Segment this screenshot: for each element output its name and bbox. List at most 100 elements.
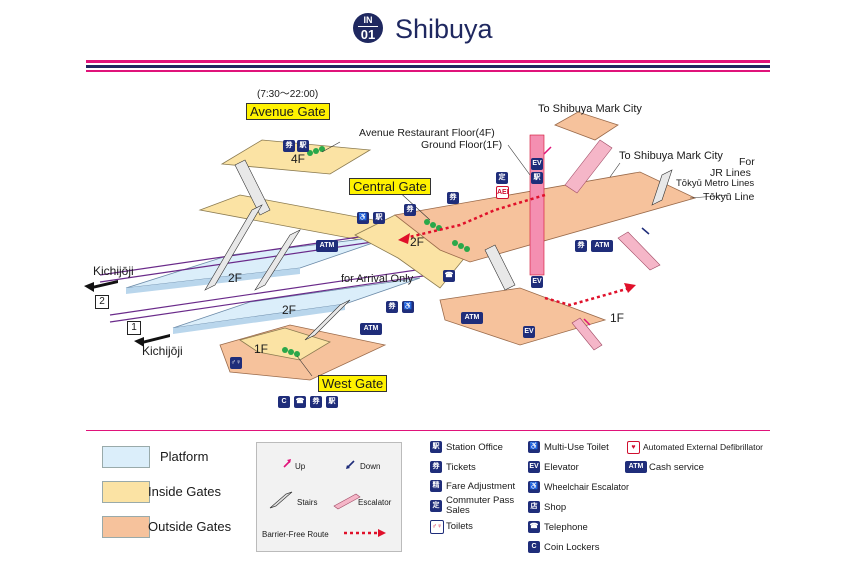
outside-1f-label: 1F [610,311,625,325]
wheelchair-escalator-icon: ♿ [528,481,540,493]
legend-coin-lockers: Coin Lockers [544,542,600,553]
ticket-icon: 券 [283,140,295,152]
legend-stairs: Stairs [297,498,318,507]
legend-platform: Platform [160,449,209,464]
toilet-icon: ♂♀ [230,357,242,369]
shop-icon: 券 [575,240,587,252]
direction-arrow-lower [142,334,170,344]
platform-1-area [172,277,421,329]
legend-aed: Automated External Defibrillator [643,442,764,452]
toilets-icon: ♂♀ [430,520,444,534]
commuter-pass-icon: 定 [496,172,508,184]
atm-icon: ATM [461,312,483,324]
legend-up: Up [295,462,306,471]
metro-lines-label: Tōkyū Metro Lines [676,178,755,189]
avenue-floor-label-2: Ground Floor(1F) [421,139,503,151]
elevator-shaft [529,134,545,276]
route-arrow-central [398,233,410,244]
track-line-3 [109,267,431,316]
west-gate-label: West Gate [318,375,388,392]
central-2f-label: 2F [410,235,425,249]
west-gate-area [239,327,331,361]
station-name: Shibuya [395,14,493,44]
telephone-icon: ☎ [528,521,540,533]
coin-locker-icon: C [278,396,290,408]
station-office-icon: 駅 [430,441,442,453]
inside-gates-swatch [102,481,150,503]
telephone-icon: ☎ [294,396,306,408]
symbol-legend-graphics [269,459,386,537]
outside-1f-area [439,287,607,346]
header-bar-magenta-thin [86,70,770,72]
tokyu-line-label: Tōkyū Line [703,191,755,203]
multi-use-toilet-icon: ♿ [357,212,369,224]
route-east [544,286,631,307]
multi-use-toilet-icon: ♿ [528,441,540,453]
office-icon: 駅 [531,172,543,184]
elevator-icon: EV [523,326,535,338]
stairs-group [204,159,673,341]
west-1f-label: 1F [254,342,269,356]
ticket-icon: 券 [447,192,459,204]
fare-adjustment-icon: 精 [430,480,442,492]
jr-lines-label: JR Lines [710,167,751,179]
avenue-gate-hours: (7:30～22:00) [257,89,319,100]
kichijoji-label-upper: Kichijōji [93,264,134,278]
legend-toilets: Toilets [446,521,473,532]
legend-fare-adjustment: Fare Adjustment [446,481,516,492]
stairs-icon [269,491,293,509]
cash-service-icon: ATM [625,461,647,473]
gate-dots [282,146,470,357]
track-line-4 [109,274,431,323]
office-icon: 駅 [373,212,385,224]
coin-lockers-icon: C [528,541,540,553]
legend-wheelchair-escalator: Wheelchair Escalator [544,482,630,492]
down-arrow-icon [347,460,355,468]
avenue-4f-area [220,139,372,175]
station-number-badge: IN 01 [353,13,383,43]
route-central [404,193,546,240]
atm-icon: ATM [591,240,613,252]
central-gate-area [354,214,476,289]
legend-shop: Shop [544,502,567,513]
platform-2-floor-label: 2F [228,271,243,285]
aed-icon: ♥ [627,441,640,454]
header-bar-navy [86,65,770,68]
platform-1-edge [173,304,345,334]
outside-2f-concourse [394,171,697,263]
escalator-icon [333,493,361,510]
mark-city-label-upper: To Shibuya Mark City [538,103,642,115]
legend-commuter-pass: Commuter Pass Sales [446,495,515,516]
elevator-icon: EV [531,276,543,288]
multi-use-toilet-icon: ♿ [402,301,414,313]
line-code: IN [363,15,373,25]
commuter-pass-icon: 定 [430,500,442,512]
symbol-legend-box [256,442,402,552]
legend-tickets: Tickets [446,462,476,473]
legend-cash-service: Cash service [649,462,704,473]
elevator-icon: EV [531,158,543,170]
office-icon: 駅 [326,396,338,408]
atm-icon: ATM [360,323,382,335]
legend-outside-gates: Outside Gates [148,519,232,534]
avenue-floor-label-1: Avenue Restaurant Floor(4F) [359,127,495,139]
platform-swatch [102,446,150,468]
kichijoji-label-lower: Kichijōji [142,344,183,358]
for-label: For [739,156,755,168]
platform-number-1: 1 [127,321,141,335]
legend-divider [86,430,770,431]
mark-city-label-lower: To Shibuya Mark City [619,150,723,162]
avenue-4f-label: 4F [291,152,306,166]
legend-elevator: Elevator [544,462,579,473]
header-bar-magenta [86,60,770,63]
legend-barrier-free: Barrier-Free Route [262,530,329,539]
station-number: 01 [358,26,378,41]
tickets-icon: 券 [430,461,442,473]
escalator-outside-1f [571,317,603,351]
aed-icon: AED [496,186,509,199]
telephone-icon: ☎ [443,270,455,282]
platform-1-floor-label: 2F [282,303,297,317]
legend-down: Down [360,462,381,471]
arrival-only-label: for Arrival Only [341,273,414,285]
legend-telephone: Telephone [544,522,588,533]
